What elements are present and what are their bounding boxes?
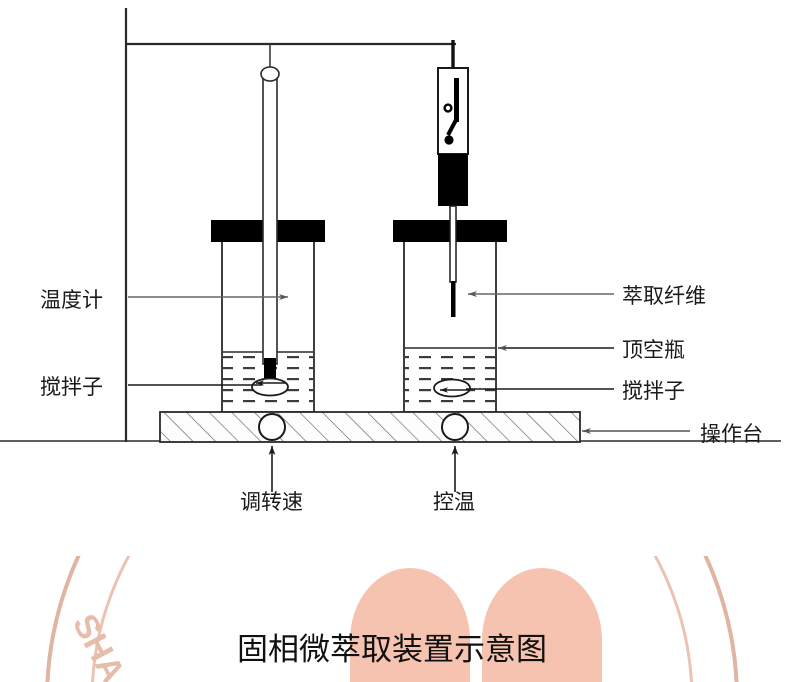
label-thermometer: 温度计: [40, 289, 103, 312]
spme-extraction-fiber: [451, 281, 456, 317]
right-apparatus: [393, 40, 507, 413]
stand-frame: [0, 8, 781, 442]
temperature-knob[interactable]: [441, 413, 469, 441]
label-stir-bar-right: 搅拌子: [622, 380, 685, 403]
label-temperature-control: 控温: [433, 491, 475, 514]
watermark-blob-left: [350, 568, 470, 682]
label-extraction-fiber: 萃取纤维: [622, 285, 706, 308]
spme-plunger-bar: [454, 78, 459, 122]
workbench-slab: [159, 411, 581, 443]
stir-bar-right: [433, 378, 471, 398]
label-workbench: 操作台: [700, 423, 763, 446]
label-speed-control: 调转速: [240, 491, 303, 514]
speed-knob[interactable]: [258, 413, 286, 441]
watermark-blob-right: [482, 568, 602, 682]
figure-caption: 固相微萃取装置示意图: [237, 632, 547, 667]
thermometer-tube: [262, 73, 278, 365]
spme-barrel: [438, 154, 468, 206]
bottom-leader-lines: [268, 446, 459, 492]
left-leader-lines: [128, 294, 288, 386]
labels-right: 萃取纤维 顶空瓶 搅拌子 操作台: [622, 285, 763, 446]
label-headspace-vial: 顶空瓶: [622, 339, 685, 362]
spme-plunger-knob: [444, 135, 454, 145]
spme-plunger-diagonal: [446, 119, 458, 136]
spme-plunger-notch: [443, 103, 453, 113]
workbench-body: [159, 411, 581, 443]
label-stir-bar-left: 搅拌子: [40, 376, 103, 399]
spme-needle: [449, 205, 457, 283]
stir-bar-left: [251, 377, 289, 397]
right-leader-lines: [466, 291, 690, 434]
labels-left: 温度计 搅拌子: [40, 289, 103, 399]
thermometer-top-cap: [260, 66, 280, 82]
left-apparatus: [211, 44, 325, 413]
labels-bottom: 调转速 控温: [240, 491, 475, 514]
